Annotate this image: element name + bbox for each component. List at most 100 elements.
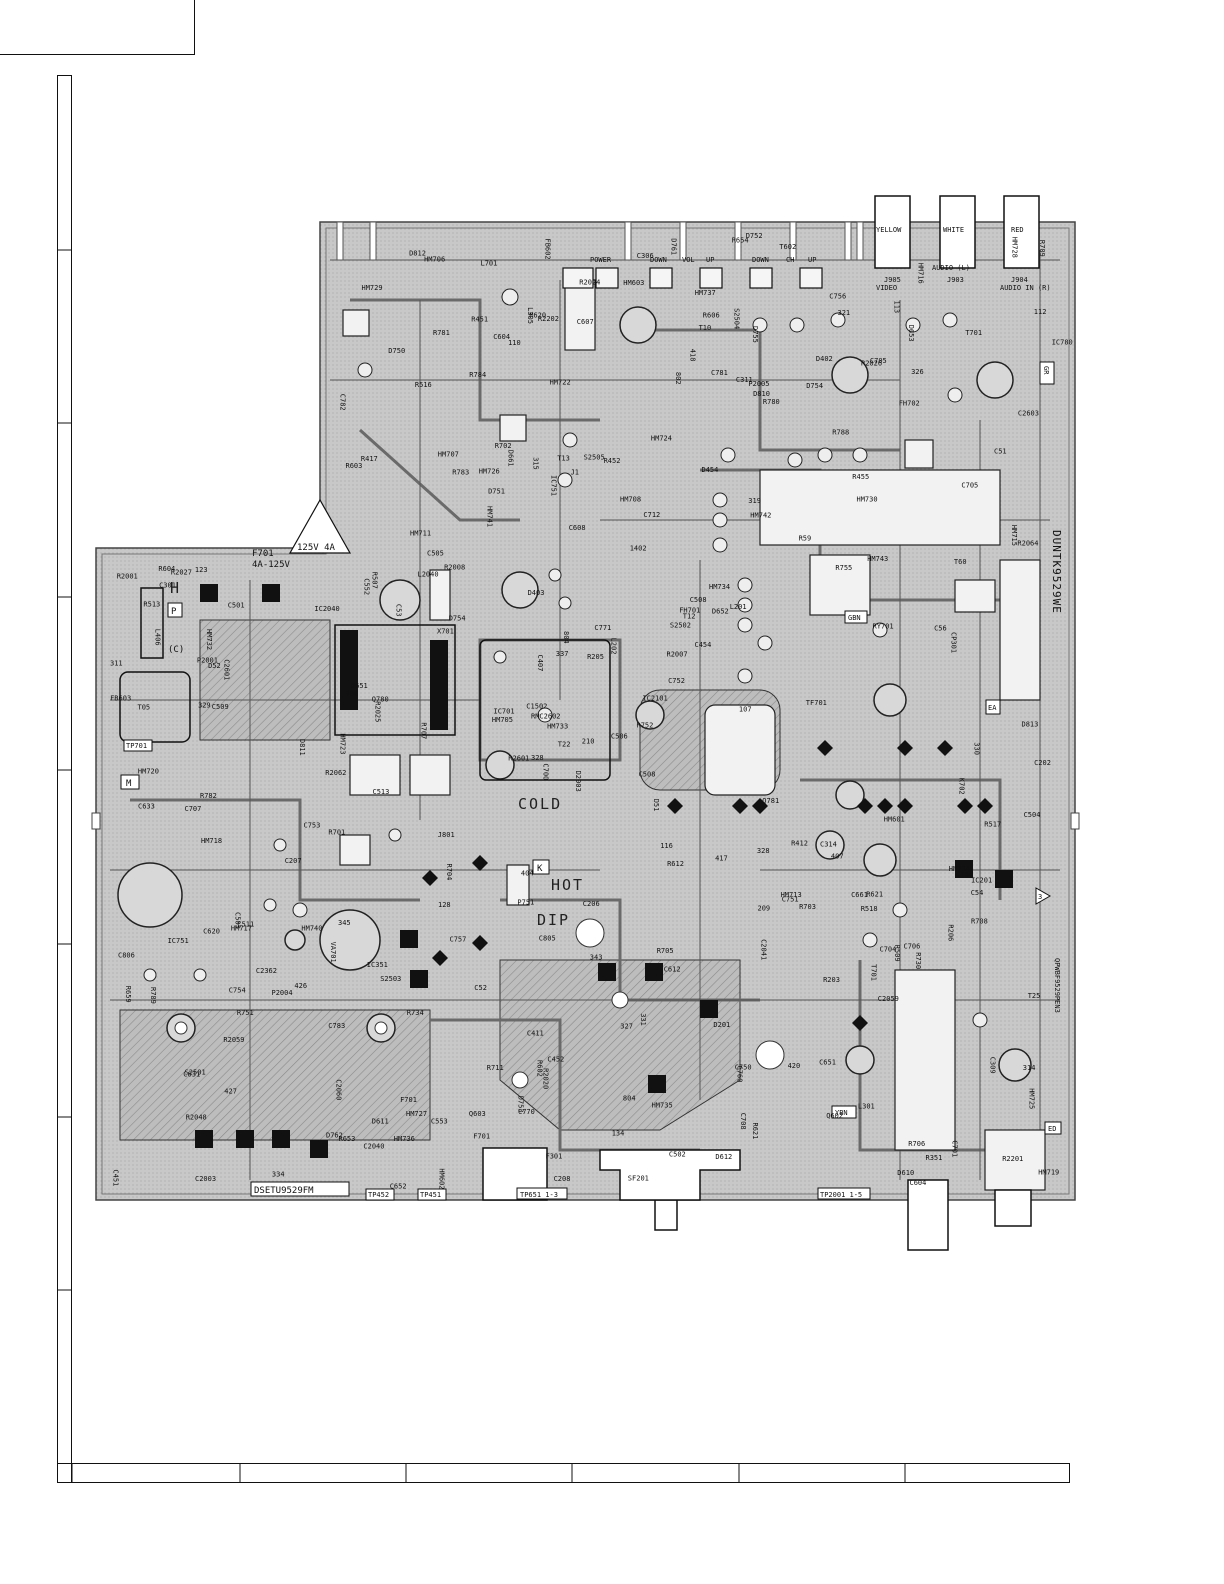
part-ref-label: T701 xyxy=(965,329,982,337)
part-ref-label: R2024 xyxy=(579,279,600,287)
fuse-rating-box: 125V 4A xyxy=(297,543,336,553)
part-ref-label: P2004 xyxy=(272,989,293,997)
part-ref-label: R709 xyxy=(1038,240,1046,257)
part-ref-label: C311 xyxy=(736,376,753,384)
part-ref-label: C712 xyxy=(643,511,660,519)
part-ref-label: Q603 xyxy=(469,1110,486,1118)
part-ref-label: HM742 xyxy=(750,512,771,520)
part-ref-label: 417 xyxy=(715,854,728,862)
part-ref-label: D755 xyxy=(751,326,759,343)
part-ref-label: D754 xyxy=(449,615,466,623)
part-ref-label: HM717 xyxy=(231,925,252,933)
part-ref-label: R452 xyxy=(604,457,621,465)
part-ref-label: R702 xyxy=(495,442,512,450)
part-ref-label: R2059 xyxy=(223,1036,244,1044)
part-ref-label: D2003 xyxy=(574,771,582,792)
small-components xyxy=(143,288,988,1028)
part-ref-label: C407 xyxy=(536,655,544,672)
tp-labels: TP452 TP451 TP651 1-3 TP2001 1-5 TP701 xyxy=(126,742,862,1199)
part-ref-label: R516 xyxy=(415,381,432,389)
dunt-code: DUNTK9529WE xyxy=(1050,530,1063,614)
part-ref-label: C604 xyxy=(493,333,510,341)
part-ref-label: C504 xyxy=(1024,811,1041,819)
part-ref-label: C314 xyxy=(820,841,837,849)
part-ref-label: 802 xyxy=(674,372,682,385)
part-ref-label: C511 xyxy=(237,920,254,928)
part-ref-label: HM734 xyxy=(709,583,730,591)
part-ref-label: R507 xyxy=(370,572,378,589)
part-ref-label: R2008 xyxy=(444,563,465,571)
part-ref-label: S2502 xyxy=(670,621,691,629)
part-ref-label: 804 xyxy=(623,1094,636,1102)
part-ref-label: R513 xyxy=(143,601,160,609)
ch-down-label: DOWN xyxy=(752,256,769,264)
part-ref-label: C604 xyxy=(910,1179,927,1187)
part-ref-label: D813 xyxy=(1022,720,1039,728)
part-ref-label: R604 xyxy=(158,565,175,573)
power-label: POWER xyxy=(590,256,612,264)
part-ref-label: HM713 xyxy=(781,891,802,899)
marker-k: K xyxy=(537,864,543,874)
part-ref-label: C53 xyxy=(394,604,402,617)
part-ref-label: R789 xyxy=(149,987,157,1004)
marker-letters: H P (C) M K GR EA GBN YBN ED 3 xyxy=(120,361,1062,1135)
part-ref-label: D762 xyxy=(326,1131,343,1139)
part-ref-label: C52 xyxy=(474,984,487,992)
marker-m: M xyxy=(126,779,132,789)
part-ref-label: 407 xyxy=(831,852,844,860)
part-ref-label: C513 xyxy=(373,788,390,796)
vol-down-label: DOWN xyxy=(650,256,667,264)
part-ref-label: L201 xyxy=(730,603,747,611)
part-ref-label: C502 xyxy=(669,1150,686,1158)
vol-up-label: UP xyxy=(706,256,714,264)
part-ref-label: 337 xyxy=(556,650,569,658)
frame-bottom-ruler xyxy=(57,1463,1070,1483)
marker-c: (C) xyxy=(168,645,184,655)
part-ref-label: C707 xyxy=(185,805,202,813)
part-ref-label: 334 xyxy=(272,1170,285,1178)
part-ref-label: C2003 xyxy=(195,1175,216,1183)
tp2001-label: TP2001 1-5 xyxy=(820,1191,862,1199)
part-ref-label: 426 xyxy=(294,982,307,990)
hm-pads xyxy=(195,584,1013,1158)
part-ref-label: HM735 xyxy=(652,1102,673,1110)
part-ref-label: Q780 xyxy=(372,696,389,704)
part-ref-label: F301 xyxy=(546,1153,563,1161)
part-ref-label: HM737 xyxy=(695,289,716,297)
part-ref-label: HM725 xyxy=(1028,1088,1036,1109)
part-ref-label: IC751 xyxy=(550,475,558,496)
part-ref-label: C506 xyxy=(611,733,628,741)
part-ref-label: C451 xyxy=(112,1169,120,1186)
part-ref-label: R2027 xyxy=(171,569,192,577)
part-ref-label: 427 xyxy=(224,1088,237,1096)
part-ref-label: D612 xyxy=(715,1153,732,1161)
part-ref-label: D52 xyxy=(208,662,221,670)
part-ref-label: D751 xyxy=(488,488,505,496)
diamond-pads xyxy=(422,740,993,1031)
part-ref-label: RY701 xyxy=(873,623,894,631)
part-ref-label: R788 xyxy=(832,428,849,436)
part-ref-label: C805 xyxy=(539,935,556,943)
part-ref-label: C206 xyxy=(583,900,600,908)
part-ref-label: HM724 xyxy=(651,435,672,443)
part-ref-label: IC751 xyxy=(168,937,189,945)
part-ref-label: R701 xyxy=(328,829,345,837)
board-code-labels: DSETU9529FM DUNTK9529WE QPWBF9529PEN3 xyxy=(250,530,1063,1197)
ruler-ticks xyxy=(57,249,906,1483)
edge-notches xyxy=(91,812,1080,830)
part-ref-label: R621 xyxy=(866,890,883,898)
part-ref-label: R205 xyxy=(587,653,604,661)
part-ref-label: R780 xyxy=(763,398,780,406)
part-ref-label: F701 xyxy=(400,1096,417,1104)
part-ref-label: C620 xyxy=(203,928,220,936)
part-ref-label: R2062 xyxy=(325,769,346,777)
part-ref-label: 804 xyxy=(562,631,570,644)
fuse-warning-triangle xyxy=(288,498,352,554)
part-ref-label: RMC2602 xyxy=(531,713,561,721)
part-ref-label: C754 xyxy=(229,987,246,995)
part-ref-label: C708 xyxy=(739,1113,747,1130)
part-reference-labels: D2003RMC2602S2501S2502S2503S2504S2505P20… xyxy=(110,232,1073,1191)
part-ref-label: D652 xyxy=(712,608,729,616)
hot-zone-label: HOT xyxy=(551,876,584,894)
tp-boxes xyxy=(123,739,871,1201)
